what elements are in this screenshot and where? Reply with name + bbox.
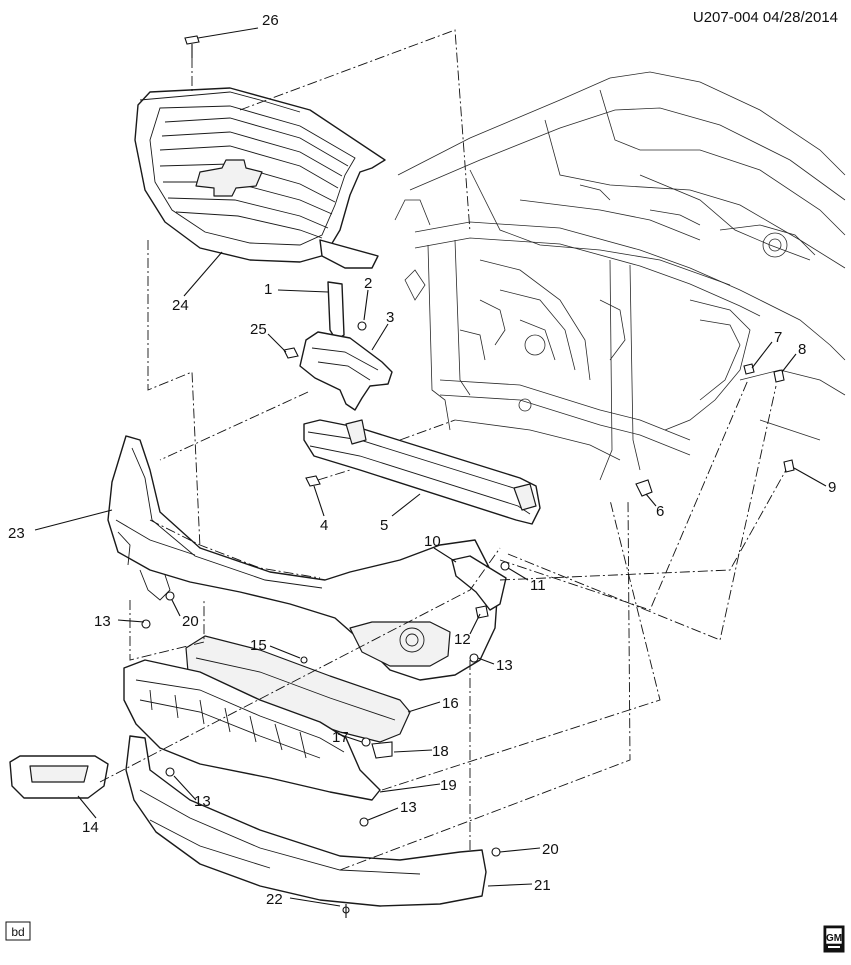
impact-bar bbox=[303, 419, 541, 525]
callout-3: 3 bbox=[386, 309, 394, 326]
callout-19: 19 bbox=[440, 777, 457, 794]
callout-7: 7 bbox=[774, 329, 782, 346]
callout-11: 11 bbox=[530, 577, 546, 594]
fastener-20a bbox=[165, 591, 175, 601]
callout-24: 24 bbox=[172, 297, 189, 314]
lower-deflector bbox=[125, 735, 487, 918]
gm-logo-text: GM bbox=[826, 933, 842, 944]
fastener-13d bbox=[359, 817, 369, 827]
callout-5: 5 bbox=[380, 517, 388, 534]
fastener-13c bbox=[165, 767, 175, 777]
view-tag-text: bd bbox=[11, 925, 24, 939]
callout-20a: 20 bbox=[182, 613, 199, 630]
callout-13c: 13 bbox=[194, 793, 211, 810]
gm-logo: GM bbox=[823, 925, 845, 953]
callout-17: 17 bbox=[332, 729, 349, 746]
fastener-9 bbox=[783, 459, 795, 473]
callouts: 26 24 1 2 3 25 4 5 6 7 8 9 23 10 11 12 1… bbox=[8, 12, 836, 908]
fastener-13b bbox=[469, 653, 479, 663]
callout-4: 4 bbox=[320, 517, 328, 534]
grille-assembly bbox=[134, 35, 386, 269]
fastener-15 bbox=[300, 656, 308, 664]
callout-22: 22 bbox=[266, 891, 283, 908]
callout-16: 16 bbox=[442, 695, 459, 712]
vehicle-front-structure bbox=[394, 71, 846, 497]
callout-25: 25 bbox=[250, 321, 267, 338]
fasteners bbox=[141, 363, 795, 857]
callout-2: 2 bbox=[364, 275, 372, 292]
callout-18: 18 bbox=[432, 743, 449, 760]
view-tag: bd bbox=[5, 921, 31, 941]
fastener-8 bbox=[773, 369, 785, 383]
callout-13a: 13 bbox=[94, 613, 111, 630]
side-bracket bbox=[451, 555, 510, 619]
callout-1: 1 bbox=[264, 281, 272, 298]
alignment-lines bbox=[99, 29, 787, 871]
callout-13d: 13 bbox=[400, 799, 417, 816]
leader-lines bbox=[34, 27, 827, 907]
diagram-reference: U207-004 04/28/2014 bbox=[693, 9, 838, 26]
fastener-7 bbox=[743, 363, 755, 375]
callout-8: 8 bbox=[798, 341, 806, 358]
fastener-20b bbox=[491, 847, 501, 857]
callout-20b: 20 bbox=[542, 841, 559, 858]
callout-14: 14 bbox=[82, 819, 99, 836]
callout-12: 12 bbox=[454, 631, 471, 648]
callout-21: 21 bbox=[534, 877, 551, 894]
callout-10: 10 bbox=[424, 533, 441, 550]
fastener-13a bbox=[141, 619, 151, 629]
front-fascia bbox=[107, 435, 499, 681]
fog-lamp-bezel bbox=[9, 755, 109, 799]
callout-26: 26 bbox=[262, 12, 279, 29]
callout-13b: 13 bbox=[496, 657, 513, 674]
callout-23: 23 bbox=[8, 525, 25, 542]
lower-assembly bbox=[123, 635, 411, 801]
bracket-parts bbox=[283, 281, 393, 411]
callout-15: 15 bbox=[250, 637, 267, 654]
callout-9: 9 bbox=[828, 479, 836, 496]
callout-6: 6 bbox=[656, 503, 664, 520]
